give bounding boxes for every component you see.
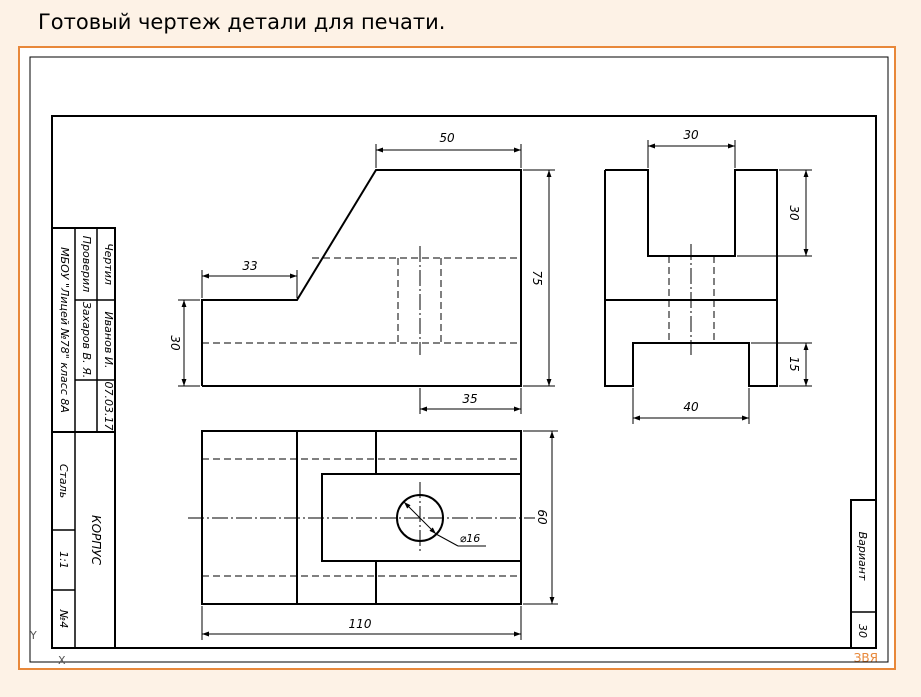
material: Сталь <box>57 464 70 498</box>
school: МБОУ "Лицей №78" класс 8А <box>58 247 71 413</box>
dim-front-total-height: 75 <box>530 270 544 285</box>
dim-side-slot-depth: 30 <box>787 205 801 221</box>
dim-front-bottom-right: 35 <box>462 392 477 406</box>
dim-front-left-width: 33 <box>242 259 257 273</box>
title-block-text: Чертил Проверил Иванов И. Захаров В. Я. … <box>57 236 115 628</box>
side-view-dimensions: 30 30 15 40 <box>683 128 801 414</box>
row-label-drawn: Чертил <box>102 243 115 285</box>
scale: 1:1 <box>57 551 70 569</box>
name-drawn: Иванов И. <box>102 311 115 368</box>
dim-side-base-height: 15 <box>787 356 801 371</box>
date: 07.03.17 <box>102 382 115 431</box>
dim-top-width: 60 <box>535 509 549 525</box>
variant-label: Вариант <box>856 532 869 581</box>
dim-front-left-height: 30 <box>168 335 182 351</box>
variant-value: 30 <box>856 624 869 638</box>
dim-front-top-width: 50 <box>439 131 455 145</box>
title-block <box>51 227 116 649</box>
top-view <box>188 430 558 640</box>
side-view <box>604 140 812 424</box>
dim-side-slot-width: 30 <box>683 128 699 142</box>
ucs-y-marker: Y <box>29 629 37 642</box>
front-view-dimensions: 50 33 30 75 35 <box>168 131 544 406</box>
row-label-checked: Проверил <box>80 236 93 292</box>
dim-side-base-width: 40 <box>683 400 699 414</box>
top-view-dimensions: 60 110 ⌀16 <box>349 509 549 631</box>
ucs-x-marker: X <box>58 654 66 667</box>
variant-block <box>850 499 877 649</box>
dim-top-length: 110 <box>349 617 372 631</box>
sheet-inner-border <box>51 115 877 649</box>
part-name: КОРПУС <box>89 515 103 566</box>
slide-title: Готовый чертеж детали для печати. <box>38 10 446 34</box>
sheet-number: №4 <box>57 609 70 628</box>
sheet-outer-border <box>29 56 889 663</box>
dim-hole-diameter: ⌀16 <box>460 532 481 545</box>
name-checked: Захаров В. Я. <box>80 302 93 378</box>
front-view <box>178 144 555 414</box>
